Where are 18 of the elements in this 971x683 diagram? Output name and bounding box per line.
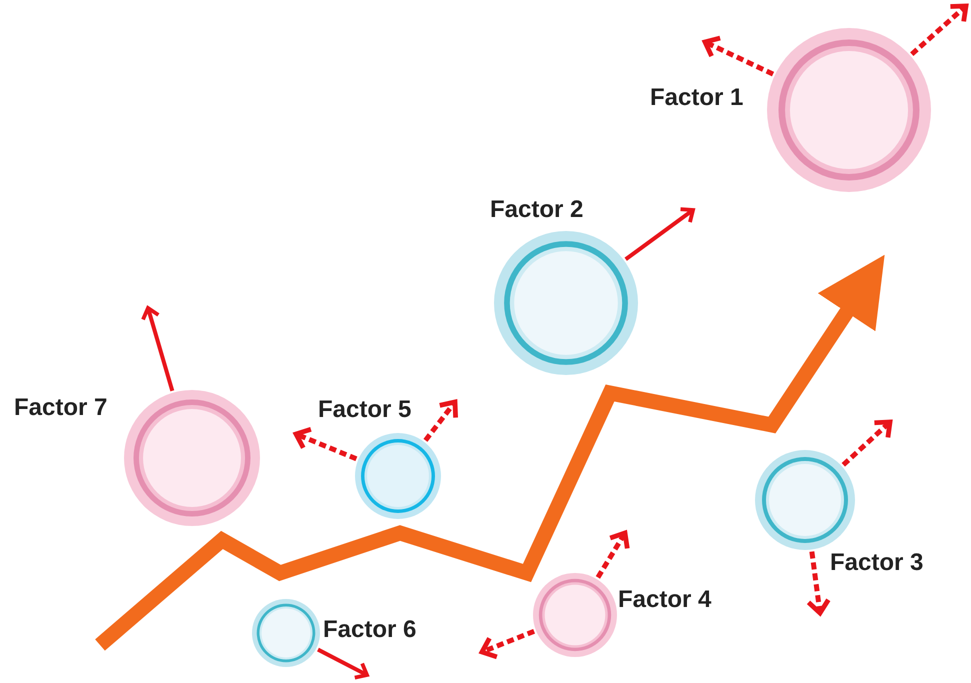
arrow <box>624 207 695 261</box>
factor-label: Factor 1 <box>650 84 744 112</box>
arrow <box>596 530 630 579</box>
arrow <box>806 551 831 616</box>
factor-label: Factor 7 <box>14 394 108 422</box>
arrow <box>317 648 369 680</box>
arrow <box>702 36 774 76</box>
factor-label: Factor 2 <box>490 196 584 224</box>
arrow <box>141 306 174 392</box>
arrow <box>842 420 892 467</box>
arrow <box>423 400 458 442</box>
factor-label: Factor 5 <box>318 396 412 424</box>
arrow <box>480 628 536 660</box>
factor-label: Factor 4 <box>618 586 712 614</box>
arrow <box>910 4 968 56</box>
factor-label: Factor 3 <box>830 549 924 577</box>
arrow <box>294 426 358 462</box>
factor-label: Factor 6 <box>323 616 416 644</box>
